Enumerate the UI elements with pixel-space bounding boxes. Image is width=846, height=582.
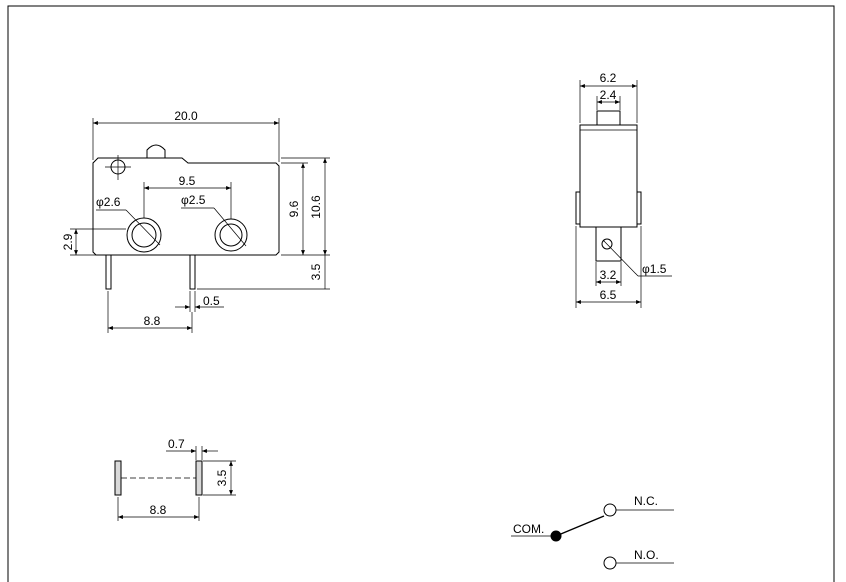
dim-actuator-width: 2.4 bbox=[600, 88, 617, 102]
dim-body-height: 9.6 bbox=[287, 200, 301, 217]
dim-bottom-width: 6.5 bbox=[600, 288, 617, 302]
dim-terminal-length: 3.5 bbox=[309, 263, 323, 280]
label-nc: N.C. bbox=[634, 494, 658, 508]
terminal-hole bbox=[601, 238, 613, 250]
drawing-frame bbox=[7, 5, 835, 582]
side-view: 6.2 2.4 3.2 φ1.5 6.5 bbox=[575, 71, 672, 308]
pcb-layout: 0.7 3.5 8.8 bbox=[114, 437, 236, 521]
dim-hole-spacing: 9.5 bbox=[179, 174, 196, 188]
dim-hole-dia-right: φ2.5 bbox=[181, 193, 206, 207]
dim-total-height: 10.6 bbox=[309, 195, 323, 219]
terminal-left bbox=[105, 254, 112, 290]
dim-slot-length: 3.5 bbox=[215, 469, 229, 486]
nc-contact bbox=[603, 503, 617, 517]
terminal-right bbox=[189, 254, 196, 290]
front-view: 20.0 9.5 φ2.6 φ2.5 9.6 10.6 3.5 2.9 bbox=[61, 109, 330, 333]
label-com: COM. bbox=[513, 522, 544, 536]
pcb-slot-left bbox=[114, 460, 122, 496]
switch-schematic: COM. N.C. N.O. bbox=[511, 494, 674, 570]
dim-width: 20.0 bbox=[174, 109, 198, 123]
actuator-plunger bbox=[596, 110, 621, 126]
dim-slot-spacing: 8.8 bbox=[150, 503, 167, 517]
dim-terminal-hole: φ1.5 bbox=[642, 262, 667, 276]
actuator-bump bbox=[146, 144, 166, 158]
no-contact bbox=[603, 556, 617, 570]
side-body bbox=[579, 124, 638, 228]
label-no: N.O. bbox=[634, 548, 659, 562]
dim-terminal-spacing: 8.8 bbox=[144, 314, 161, 328]
switch-body bbox=[92, 157, 280, 256]
dim-hole-dia-left: φ2.6 bbox=[96, 195, 121, 209]
dim-terminal-width: 3.2 bbox=[600, 268, 617, 282]
dim-slot-width: 0.7 bbox=[168, 437, 185, 451]
side-terminal bbox=[595, 226, 622, 262]
dim-top-width: 6.2 bbox=[600, 71, 617, 85]
pcb-slot-right bbox=[195, 460, 203, 496]
dim-hole-offset: 2.9 bbox=[61, 233, 75, 250]
dim-terminal-thickness: 0.5 bbox=[203, 294, 220, 308]
